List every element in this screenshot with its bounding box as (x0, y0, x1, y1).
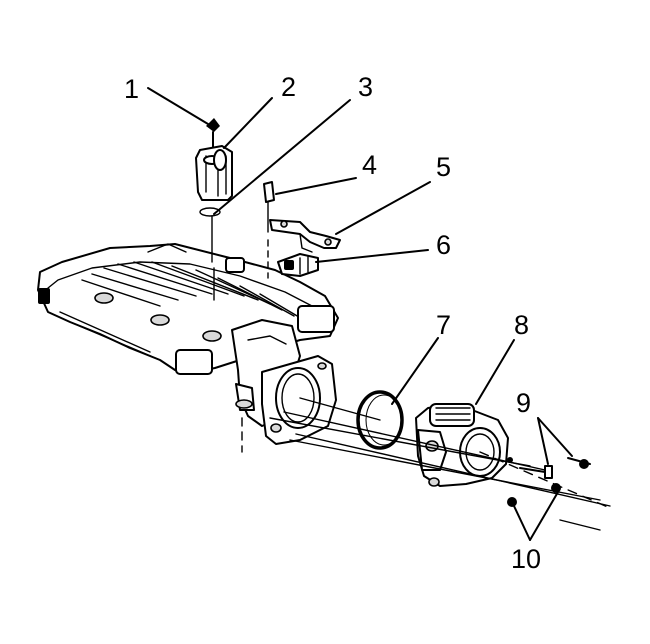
callout-6: 6 (436, 230, 451, 260)
callout-1: 1 (124, 74, 139, 104)
callout-9: 9 (516, 388, 531, 418)
callout-2: 2 (281, 72, 296, 102)
callout-5: 5 (436, 152, 451, 182)
throttle-body-bolts (519, 457, 591, 479)
throttle-body-seal (356, 390, 404, 450)
leader-lines (147, 87, 573, 541)
throttle-body (415, 403, 509, 487)
callout-4: 4 (362, 150, 377, 180)
stud-bolt (263, 181, 275, 279)
sensor (277, 253, 319, 277)
gasket (199, 207, 221, 301)
callout-10: 10 (511, 544, 541, 574)
callout-3: 3 (358, 72, 373, 102)
throttle-body-studs (507, 457, 561, 507)
alignment-lines (241, 397, 611, 531)
mounting-bracket (269, 219, 341, 253)
sensor-bracket (195, 145, 233, 201)
throttle-adapter-flange (261, 355, 337, 445)
top-bolt (206, 118, 220, 151)
callout-7: 7 (436, 310, 451, 340)
callout-8: 8 (514, 310, 529, 340)
